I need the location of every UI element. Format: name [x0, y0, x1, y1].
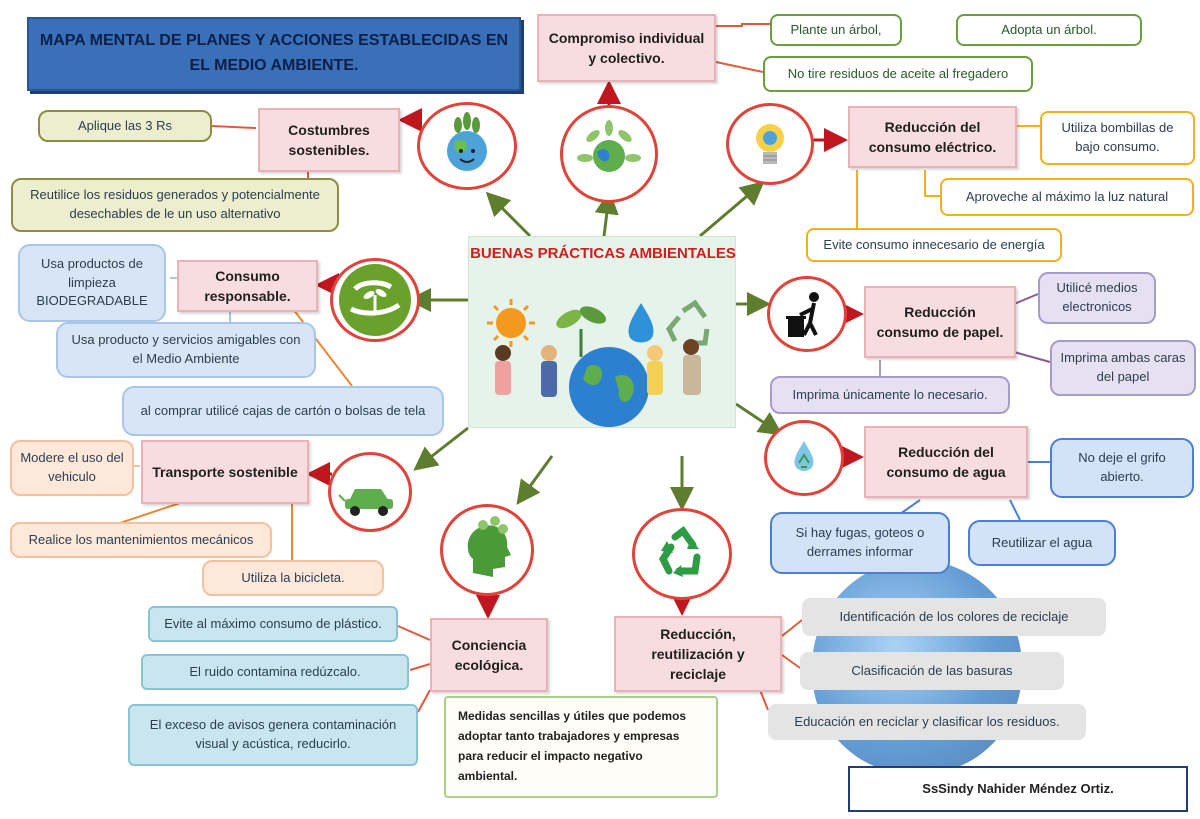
topic-electrico: Reducción del consumo eléctrico. — [848, 106, 1017, 168]
hands-holding-plant-icon — [330, 258, 420, 342]
people-earth-illustration — [487, 299, 710, 427]
smiling-earth-icon — [417, 102, 517, 190]
arrow-to-conciencia — [516, 455, 554, 505]
sprout-icon — [556, 306, 607, 357]
earth-globe-icon — [569, 347, 649, 427]
author-name: SsSindy Nahider Méndez Ortiz. — [848, 766, 1188, 812]
topic-conciencia: Conciencia ecológica. — [430, 618, 548, 692]
leaf-reutilice: Reutilice los residuos generados y poten… — [11, 178, 339, 232]
topic-agua: Reducción del consumo de agua — [864, 426, 1028, 498]
line-avisos — [417, 689, 431, 713]
topic-papel: Reducción consumo de papel. — [864, 286, 1016, 358]
leaf-medios: Utilicé medios electronicos — [1038, 272, 1156, 324]
leaf-amigables: Usa producto y servicios amigables con e… — [56, 322, 316, 378]
recycle-arrows-icon — [666, 299, 710, 346]
line-colores — [781, 619, 803, 637]
leaf-bicicleta: Utiliza la bicicleta. — [202, 560, 384, 596]
leaf-ambas: Imprima ambas caras del papel — [1050, 340, 1196, 396]
line-ambas — [1013, 351, 1051, 363]
water-drop-recycle-icon — [764, 420, 844, 496]
leaf-cajas: al comprar utilicé cajas de cartón o bol… — [122, 386, 444, 436]
leaf-fugas: Si hay fugas, goteos o derrames informar — [770, 512, 950, 574]
leaf-modere: Modere el uso del vehiculo — [10, 440, 134, 496]
leaf-grifo: No deje el grifo abierto. — [1050, 438, 1194, 498]
line-luz — [924, 170, 940, 197]
leaf-adopta: Adopta un árbol. — [956, 14, 1142, 46]
leaf-biodeg: Usa productos de limpieza BIODEGRADABLE — [18, 244, 166, 322]
topic-compromiso: Compromiso individual y colectivo. — [537, 14, 716, 82]
earth-in-leaves-icon — [560, 105, 658, 203]
light-bulb-icon — [726, 103, 814, 185]
map-title: MAPA MENTAL DE PLANES Y ACCIONES ESTABLE… — [27, 17, 521, 91]
sun-icon — [487, 299, 535, 347]
person-trash-bin-icon — [767, 276, 847, 352]
leaf-plastico: Evite al máximo consumo de plástico. — [148, 606, 398, 642]
line-reutilizar — [1009, 499, 1021, 521]
line-plante — [716, 23, 770, 27]
central-title: BUENAS PRÁCTICAS AMBIENTALES — [470, 245, 736, 262]
central-node: BUENAS PRÁCTICAS AMBIENTALES — [468, 236, 736, 428]
leaf-plante: Plante un árbol, — [770, 14, 902, 46]
leaf-ruido: El ruido contamina redúzcalo. — [141, 654, 409, 690]
arrow-to-costumbres — [485, 191, 532, 238]
leaf-energia: Evite consumo innecesario de energía — [806, 228, 1062, 262]
line-aceite — [715, 61, 764, 73]
line-mantenimientos — [119, 502, 181, 524]
line-clasificacion — [781, 654, 801, 669]
leaf-educacion: Educación en reciclar y clasificar los r… — [768, 704, 1086, 740]
leaf-necesario: Imprima únicamente lo necesario. — [770, 376, 1010, 414]
topic-costumbres: Costumbres sostenibles. — [258, 108, 400, 172]
arrow-to-electrico — [699, 181, 765, 238]
leaf-rs: Aplique las 3 Rs — [38, 110, 212, 142]
leaf-mantenimientos: Realice los mantenimientos mecánicos — [10, 522, 272, 558]
line-medios — [1013, 293, 1039, 305]
leaf-reutilizar-agua: Reutilizar el agua — [968, 520, 1116, 566]
line-ruido — [409, 663, 431, 671]
green-head-icon — [440, 504, 534, 596]
leaf-aceite: No tire residuos de aceite al fregadero — [763, 56, 1033, 92]
people-group — [495, 339, 701, 397]
summary-note: Medidas sencillas y útiles que podemos a… — [444, 696, 718, 798]
leaf-bombillas: Utiliza bombillas de bajo consumo. — [1040, 111, 1195, 165]
topic-transporte: Transporte sostenible — [141, 440, 309, 504]
line-educacion — [759, 689, 769, 711]
green-car-icon — [328, 452, 412, 532]
leaf-luz: Aproveche al máximo la luz natural — [940, 178, 1194, 216]
leaf-clasificacion: Clasificación de las basuras — [800, 652, 1064, 690]
recycle-icon — [632, 508, 732, 600]
water-drop-icon — [628, 303, 654, 343]
line-plastico — [397, 625, 431, 641]
leaf-avisos: El exceso de avisos genera contaminación… — [128, 704, 418, 766]
topic-reciclaje: Reducción, reutilización y reciclaje — [614, 616, 782, 692]
topic-consumo: Consumo responsable. — [177, 260, 318, 312]
line-rs — [211, 125, 257, 129]
leaf-colores: Identificación de los colores de recicla… — [802, 598, 1106, 636]
